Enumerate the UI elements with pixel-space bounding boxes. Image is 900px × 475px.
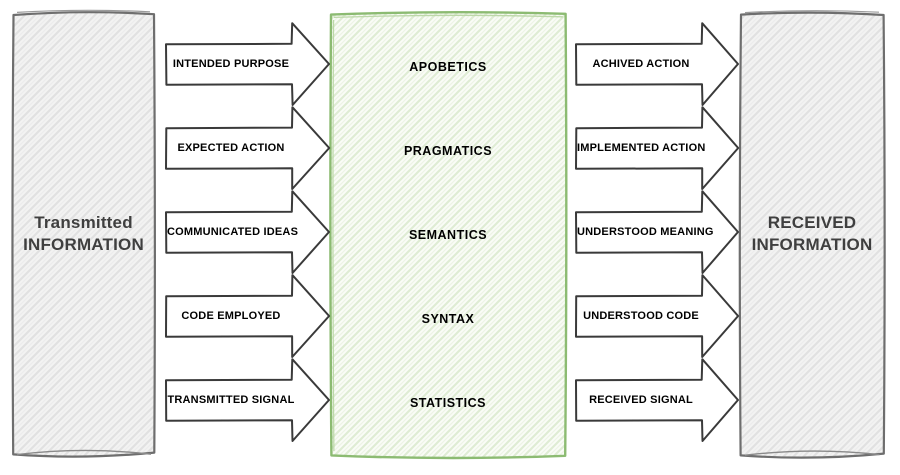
arrow-understood-meaning	[575, 190, 739, 274]
arrow-label-communicated-ideas: COMMUNICATED IDEAS	[167, 226, 299, 238]
received-title-line1: RECEIVED	[767, 213, 857, 232]
levels-box-sketch-line-top	[333, 14, 563, 19]
arrow-implemented-action	[575, 106, 740, 190]
level-label-pragmatics: PRAGMATICS	[403, 144, 493, 158]
arrow-label-intended-purpose: INTENDED PURPOSE	[172, 58, 290, 70]
level-label-semantics: SEMANTICS	[408, 228, 488, 242]
information-levels-box	[329, 10, 568, 460]
arrow-communicated-ideas	[165, 190, 330, 274]
transmitted-box-sketch-line-bottom	[16, 449, 152, 456]
arrow-intended-purpose	[165, 22, 330, 106]
arrow-label-expected-action: EXPECTED ACTION	[177, 142, 285, 154]
level-label-apobetics: APOBETICS	[409, 60, 487, 74]
arrow-label-transmitted-signal: TRANSMITTED SIGNAL	[167, 394, 295, 406]
arrow-achived-action	[575, 22, 739, 106]
arrow-label-received-signal: RECEIVED SIGNAL	[589, 394, 693, 406]
arrow-transmitted-signal	[165, 358, 330, 442]
arrow-expected-action	[165, 106, 331, 190]
level-label-syntax: SYNTAX	[421, 312, 475, 326]
received-title-line2: INFORMATION	[751, 235, 873, 254]
level-label-statistics: STATISTICS	[409, 396, 487, 410]
arrow-label-code-employed: CODE EMPLOYED	[181, 310, 281, 322]
received-information-box	[738, 11, 886, 459]
received-information-title: RECEIVED INFORMATION	[740, 212, 884, 256]
arrow-label-achived-action: ACHIVED ACTION	[592, 58, 690, 70]
arrow-label-understood-code: UNDERSTOOD CODE	[583, 310, 699, 322]
transmitted-information-box	[11, 11, 156, 458]
transmitted-title-line2: INFORMATION	[23, 235, 144, 254]
received-box-sketch-line-bottom	[744, 450, 880, 456]
transmitted-box-sketch-line-top	[16, 9, 151, 13]
transmitted-information-title: Transmitted INFORMATION	[12, 212, 155, 256]
arrow-label-implemented-action: IMPLEMENTED ACTION	[577, 142, 706, 154]
arrow-received-signal	[575, 358, 739, 442]
arrow-label-understood-meaning: UNDERSTOOD MEANING	[577, 226, 714, 238]
levels-box-sketch-line-left	[332, 19, 335, 452]
received-box-sketch-line-top	[744, 10, 880, 14]
arrow-code-employed	[165, 274, 331, 358]
transmitted-title-line1: Transmitted	[34, 213, 133, 232]
arrow-understood-code	[575, 274, 740, 358]
